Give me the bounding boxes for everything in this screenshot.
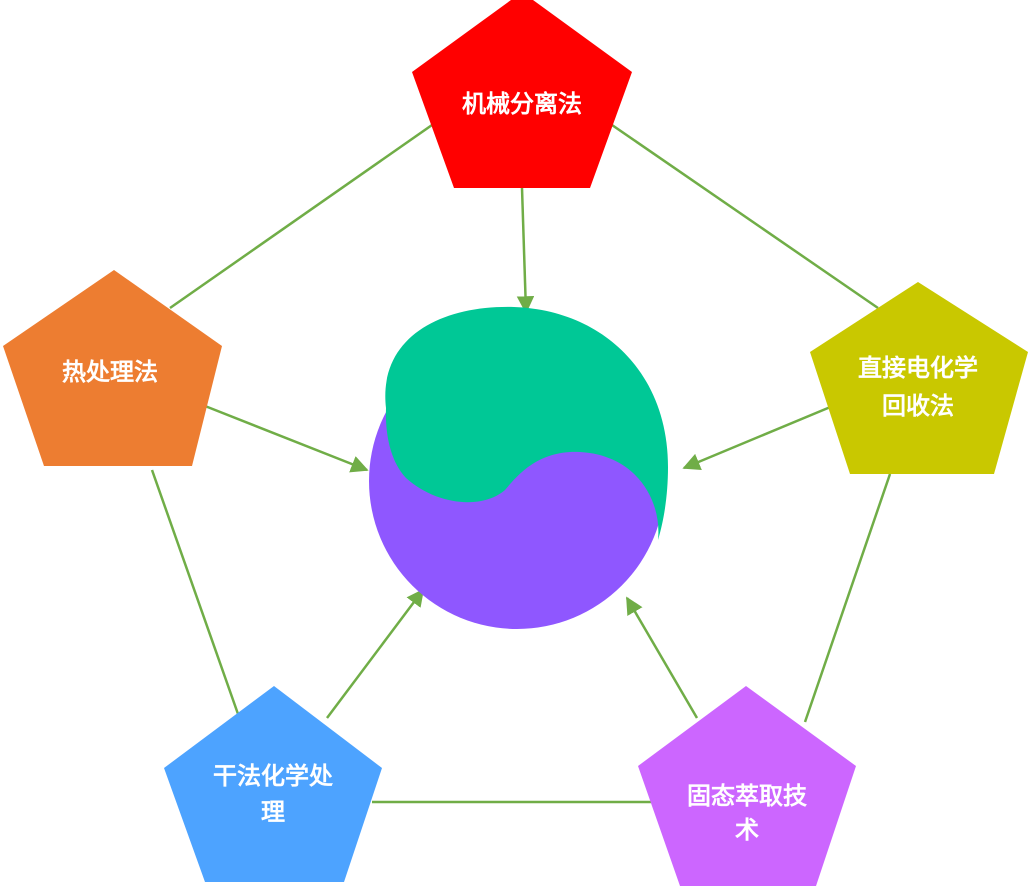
node-label: 热处理法	[62, 358, 158, 386]
arrow-bottomright-to-center	[625, 596, 699, 719]
node-label-line-2: 术	[735, 816, 759, 844]
pentagon-shape	[164, 686, 382, 882]
node-top: 机械分离法	[412, 0, 632, 188]
edge-top-left	[169, 123, 433, 310]
edge-top-right	[611, 123, 879, 310]
pentagon-shape	[3, 270, 222, 466]
node-label-line-2: 理	[261, 798, 285, 826]
node-left: 热处理法	[3, 270, 222, 466]
arrows-to-center	[204, 187, 841, 719]
center-circle-green-half	[385, 306, 668, 540]
outer-connections	[150, 123, 892, 804]
node-label-line-2: 回收法	[882, 392, 954, 420]
arrow-right-to-center	[682, 401, 841, 471]
node-label-line-1: 干法化学处	[213, 762, 333, 790]
center-circle	[369, 306, 668, 629]
pentagon-shape	[638, 686, 856, 886]
node-bottom-left: 干法化学处 理	[164, 686, 382, 882]
node-label-line-1: 固态萃取技	[687, 782, 808, 810]
edge-right-bottomright	[803, 473, 892, 723]
arrow-bottomleft-to-center	[326, 588, 425, 719]
pentagon-shape	[810, 282, 1028, 474]
arrow-left-to-center	[204, 404, 369, 473]
arrow-top-to-center	[516, 187, 535, 314]
edge-left-bottomleft	[150, 469, 240, 715]
node-right: 直接电化学 回收法	[810, 282, 1028, 474]
pentagon-shape	[412, 0, 632, 188]
node-label-line-1: 直接电化学	[858, 354, 978, 382]
node-bottom-right: 固态萃取技 术	[638, 686, 856, 886]
node-label: 机械分离法	[462, 90, 582, 118]
